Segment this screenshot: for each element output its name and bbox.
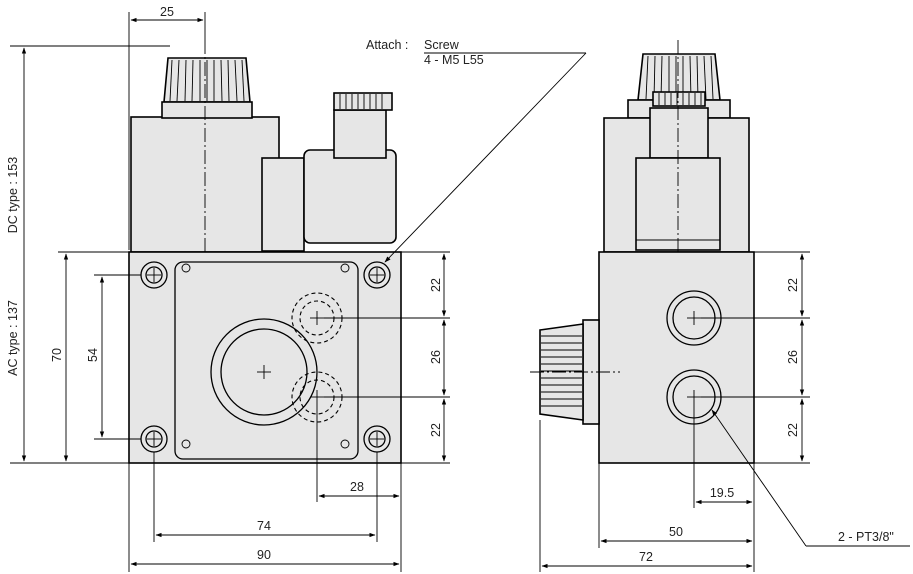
side-dim-19-5: 19.5 — [710, 486, 734, 500]
side-knurled-cap — [627, 53, 731, 119]
central-port — [210, 318, 318, 426]
side-dim-22-top: 22 — [786, 278, 800, 292]
connector-plug — [261, 92, 397, 252]
attach-value: Screw — [424, 38, 460, 52]
dim-90: 90 — [257, 548, 271, 562]
side-dim-26: 26 — [786, 350, 800, 364]
dim-74: 74 — [257, 519, 271, 533]
knurled-cap — [161, 57, 253, 119]
dim-22-bottom: 22 — [429, 423, 443, 437]
port-label: 2 - PT3/8" — [838, 530, 894, 544]
attach-label: Attach : — [366, 38, 408, 52]
valve-body — [128, 251, 402, 464]
dim-54: 54 — [86, 348, 100, 362]
dim-28: 28 — [350, 480, 364, 494]
dim-dc-type: DC type : 153 — [6, 157, 20, 233]
side-dim-22-bottom: 22 — [786, 423, 800, 437]
dim-26: 26 — [429, 350, 443, 364]
dim-ac-type: AC type : 137 — [6, 300, 20, 376]
dim-22-top: 22 — [429, 278, 443, 292]
side-view — [530, 40, 755, 464]
front-view — [128, 40, 402, 464]
dim-70: 70 — [50, 348, 64, 362]
dim-25: 25 — [160, 5, 174, 19]
side-valve-body — [598, 251, 755, 464]
mounting-bolts — [140, 261, 391, 453]
front-dimensions: 25 DC type : 153 AC type : 137 70 54 22 … — [6, 5, 450, 572]
attach-spec: 4 - M5 L55 — [424, 53, 484, 67]
side-dimensions: 22 26 22 19.5 50 72 2 - PT3/8" — [539, 251, 910, 572]
side-dim-50: 50 — [669, 525, 683, 539]
side-dim-72: 72 — [639, 550, 653, 564]
attach-note: Attach : Screw 4 - M5 L55 — [366, 38, 587, 263]
